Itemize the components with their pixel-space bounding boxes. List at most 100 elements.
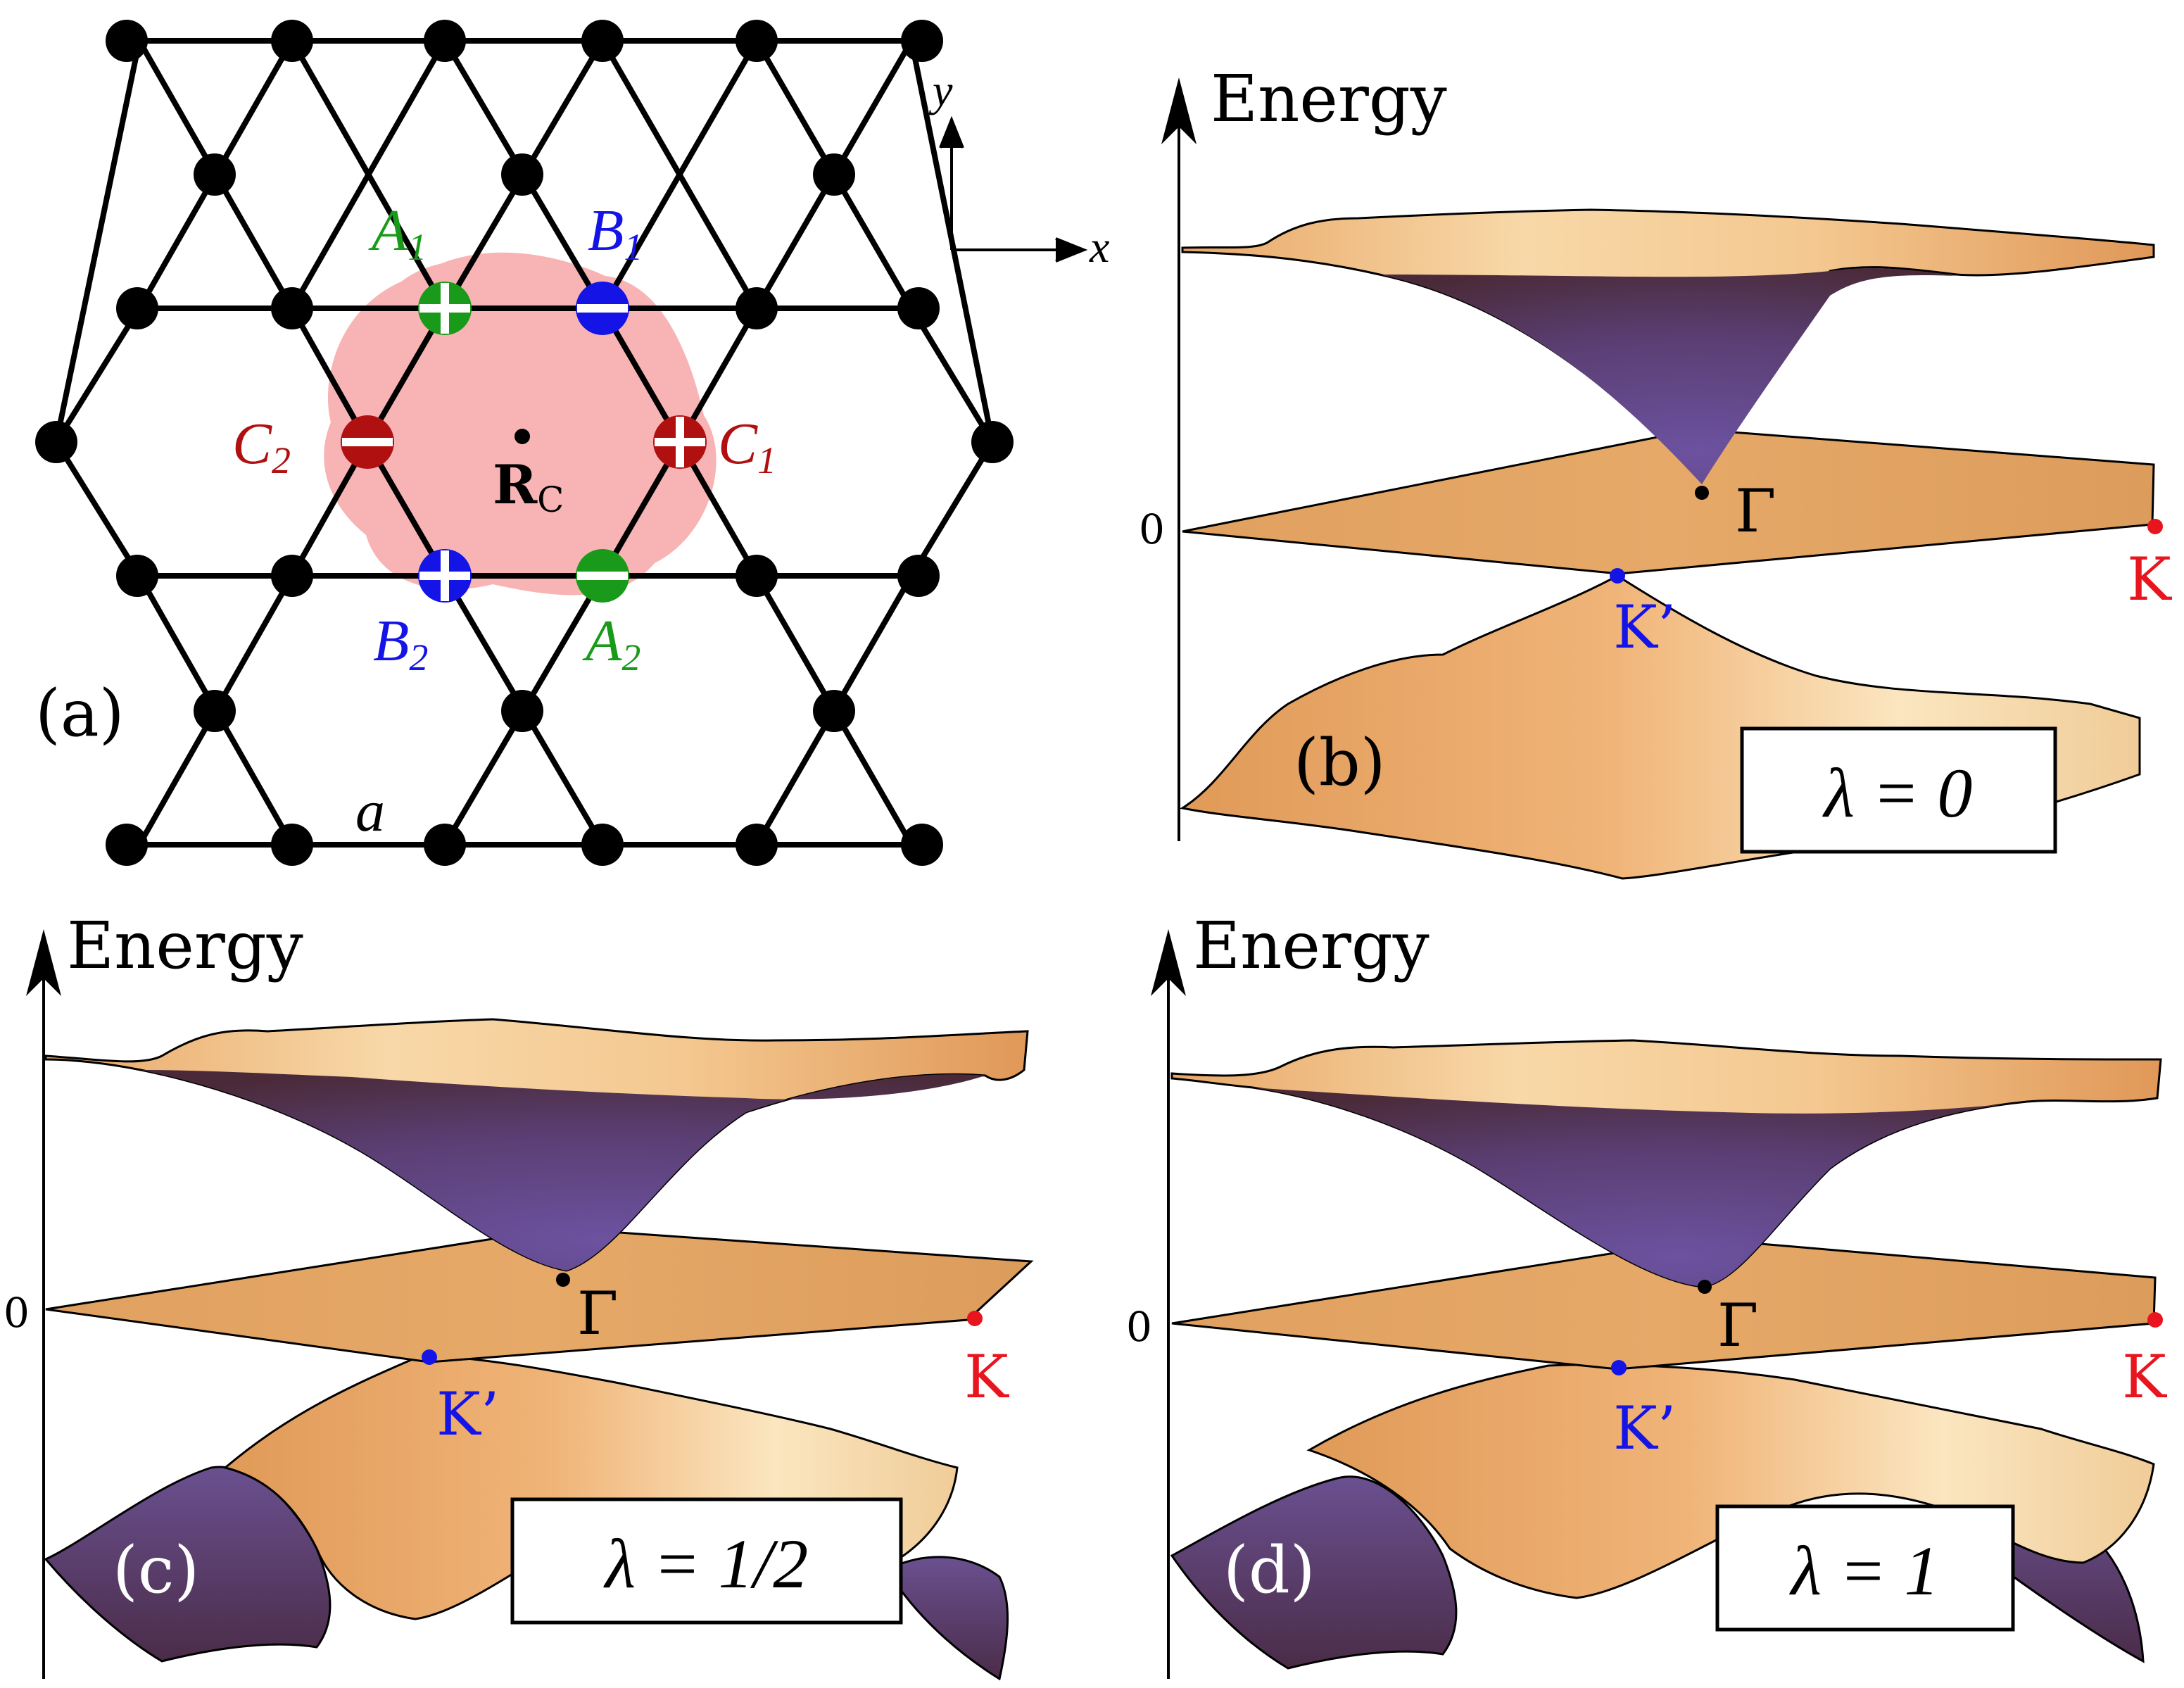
lattice-site [736, 555, 778, 597]
site-c1 [653, 415, 707, 469]
lattice-bond [53, 439, 142, 579]
panel-a-lattice: A1 B1 C1 A2 B2 C2 RC y x a (a) [35, 20, 1109, 866]
zero-label: 0 [1139, 505, 1165, 553]
lattice-bond [53, 306, 142, 445]
label-b2: B2 [373, 608, 428, 679]
gamma-point [556, 1273, 570, 1287]
lattice-site [106, 20, 148, 62]
lambda-box [510, 1497, 903, 1625]
lattice-constant-label: a [355, 779, 385, 844]
lower-band-purple-right [885, 1556, 1009, 1681]
kprime-label: K’ [1613, 593, 1676, 662]
lattice-bond [909, 306, 995, 445]
lattice-site [116, 555, 158, 597]
label-c1: C1 [718, 411, 776, 481]
lambda-box [1740, 726, 2057, 854]
gamma-label: Γ [1735, 477, 1776, 546]
axis-x-label: x [1089, 222, 1109, 272]
energy-label: Energy [67, 908, 303, 983]
lambda-value: λ = 1/2 [603, 1525, 809, 1603]
lattice-site [897, 287, 940, 329]
label-a1: A1 [368, 198, 427, 268]
lattice-site [194, 690, 236, 732]
panel-a-label: (a) [35, 676, 125, 751]
lattice-site [424, 20, 466, 62]
panel-d-label: (d) [1223, 1532, 1315, 1608]
lattice-site [581, 20, 624, 62]
kprime-label: K’ [436, 1380, 499, 1449]
lattice-site [813, 690, 855, 732]
xy-axes-indicator [939, 115, 1088, 263]
kprime-point [1611, 1360, 1627, 1375]
site-b1 [576, 282, 629, 335]
lattice-site [736, 287, 778, 329]
label-c2: C2 [232, 411, 291, 481]
zero-label: 0 [1126, 1303, 1152, 1351]
lambda-value: λ = 0 [1822, 754, 1973, 832]
lattice-site [901, 20, 943, 62]
kprime-point [422, 1349, 437, 1365]
gamma-point [1695, 486, 1709, 500]
site-c2 [341, 415, 394, 469]
lattice-site [813, 153, 855, 196]
lattice-site [736, 824, 778, 866]
site-a2 [576, 549, 629, 603]
lattice-site [971, 421, 1014, 463]
upper-band-bowl [1253, 1088, 2027, 1287]
flat-band [1182, 428, 2155, 575]
lattice-site [901, 824, 943, 866]
label-b1: B1 [588, 198, 643, 268]
gamma-label: Γ [577, 1279, 618, 1348]
kprime-point [1610, 568, 1625, 584]
lattice-site [271, 555, 313, 597]
panel-b-band-structure: Energy 0 Γ K K’ (b) λ = 0 [1139, 61, 2173, 880]
panel-b-label: (b) [1294, 725, 1386, 800]
lambda-value: λ = 1 [1789, 1532, 1940, 1610]
site-a1 [418, 282, 472, 335]
lattice-site [501, 690, 543, 732]
lattice-bond [53, 38, 142, 445]
energy-axis-arrowhead [1151, 929, 1186, 996]
lattice-site [106, 824, 148, 866]
axis-y-label: y [928, 65, 953, 115]
lattice-site [271, 287, 313, 329]
k-point [967, 1311, 983, 1326]
energy-label: Energy [1211, 61, 1447, 137]
flat-band [45, 1227, 1034, 1363]
center-dot [515, 429, 530, 444]
lattice-bond [600, 38, 759, 311]
lambda-box [1715, 1504, 2015, 1632]
lattice-site [736, 20, 778, 62]
site-b2 [418, 549, 472, 603]
lattice-site [501, 153, 543, 196]
gamma-label: Γ [1717, 1291, 1758, 1360]
k-label: K [964, 1342, 1010, 1411]
lattice-site [194, 153, 236, 196]
dirac-cone [1380, 267, 1957, 484]
gamma-point [1698, 1280, 1712, 1294]
lattice-site [897, 555, 940, 597]
energy-axis-arrowhead [1161, 77, 1197, 144]
lattice-sites [35, 20, 1014, 866]
lattice-site [35, 421, 77, 463]
upper-band-bowl [141, 1070, 985, 1271]
energy-label: Energy [1193, 908, 1429, 983]
kprime-label: K’ [1613, 1394, 1676, 1463]
lattice-bond [909, 439, 995, 579]
lattice-site [116, 287, 158, 329]
label-a2: A2 [582, 608, 640, 679]
k-point [2147, 1312, 2163, 1328]
k-point [2147, 519, 2163, 534]
zero-label: 0 [4, 1289, 30, 1337]
panel-c-band-structure: Energy 0 Γ K K’ (c) λ = 1/2 [4, 908, 1034, 1681]
lattice-bond [289, 38, 448, 311]
center-label: RC [493, 453, 564, 520]
lattice-site [581, 824, 624, 866]
panel-c-label: (c) [113, 1532, 199, 1608]
k-label: K [2122, 1342, 2168, 1411]
lower-band-purple-left [44, 1466, 332, 1663]
lattice-site [424, 824, 466, 866]
panel-d-band-structure: Energy 0 Γ K K’ (d) λ = 1 [1126, 908, 2168, 1679]
energy-axis-arrowhead [26, 929, 61, 996]
